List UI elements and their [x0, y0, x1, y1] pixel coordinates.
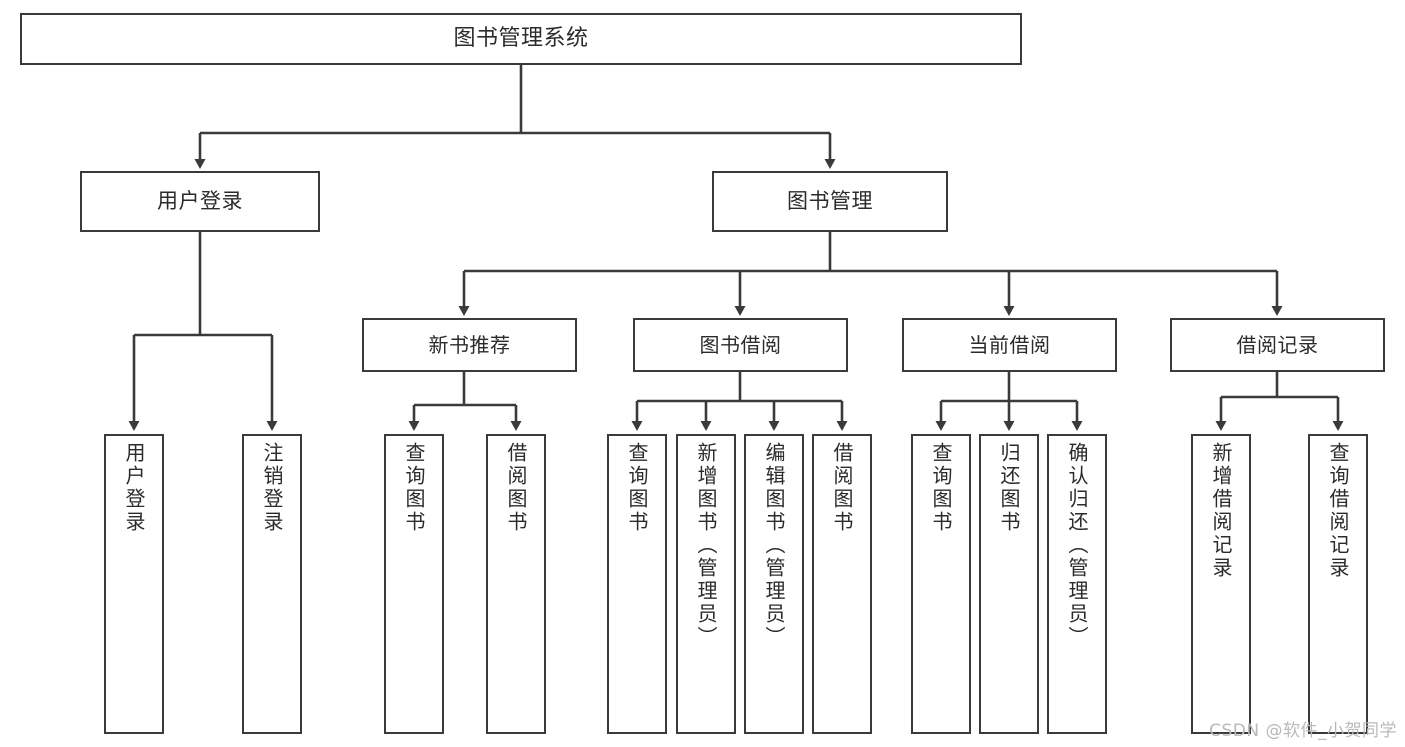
node-user-login[interactable]: 用户登录 [80, 171, 320, 232]
leaf-return-book[interactable]: 归还图书 [979, 434, 1039, 734]
leaf-add-book-admin[interactable]: 新增图书（管理员） [676, 434, 736, 734]
leaf-borrow-book-newbook[interactable]: 借阅图书 [486, 434, 546, 734]
node-root-book-management-system[interactable]: 图书管理系统 [20, 13, 1022, 65]
node-label: 归还图书 [997, 442, 1021, 534]
node-label: 确认归还（管理员） [1065, 442, 1089, 649]
node-label: 借阅记录 [1236, 332, 1319, 357]
node-label: 图书借阅 [699, 332, 782, 357]
watermark: CSDN @软件_小贺同学 [1209, 721, 1397, 741]
node-current-borrowing[interactable]: 当前借阅 [902, 318, 1117, 372]
node-label: 用户登录 [122, 442, 146, 534]
leaf-query-book-current[interactable]: 查询图书 [911, 434, 971, 734]
leaf-logout[interactable]: 注销登录 [242, 434, 302, 734]
leaf-user-login[interactable]: 用户登录 [104, 434, 164, 734]
leaf-query-book-borrowing[interactable]: 查询图书 [607, 434, 667, 734]
node-label: 图书管理 [787, 189, 873, 214]
node-label: 新增借阅记录 [1209, 442, 1233, 580]
node-label: 注销登录 [260, 442, 284, 534]
node-label: 编辑图书（管理员） [762, 442, 786, 649]
node-book-borrowing[interactable]: 图书借阅 [633, 318, 848, 372]
node-label: 用户登录 [157, 189, 243, 214]
leaf-edit-book-admin[interactable]: 编辑图书（管理员） [744, 434, 804, 734]
leaf-query-book-newbook[interactable]: 查询图书 [384, 434, 444, 734]
node-new-book-recommendation[interactable]: 新书推荐 [362, 318, 577, 372]
node-label: 借阅图书 [830, 442, 854, 534]
node-book-management[interactable]: 图书管理 [712, 171, 948, 232]
node-label: 查询借阅记录 [1326, 442, 1350, 580]
node-label: 借阅图书 [504, 442, 528, 534]
leaf-borrow-book-borrowing[interactable]: 借阅图书 [812, 434, 872, 734]
leaf-query-borrow-record[interactable]: 查询借阅记录 [1308, 434, 1368, 734]
leaf-confirm-return-admin[interactable]: 确认归还（管理员） [1047, 434, 1107, 734]
node-label: 新书推荐 [428, 332, 511, 357]
node-label: 新增图书（管理员） [694, 442, 718, 649]
node-label: 查询图书 [402, 442, 426, 534]
node-label: 查询图书 [929, 442, 953, 534]
node-label: 图书管理系统 [453, 26, 589, 52]
node-label: 当前借阅 [968, 332, 1051, 357]
leaf-add-borrow-record[interactable]: 新增借阅记录 [1191, 434, 1251, 734]
node-label: 查询图书 [625, 442, 649, 534]
node-borrow-record[interactable]: 借阅记录 [1170, 318, 1385, 372]
